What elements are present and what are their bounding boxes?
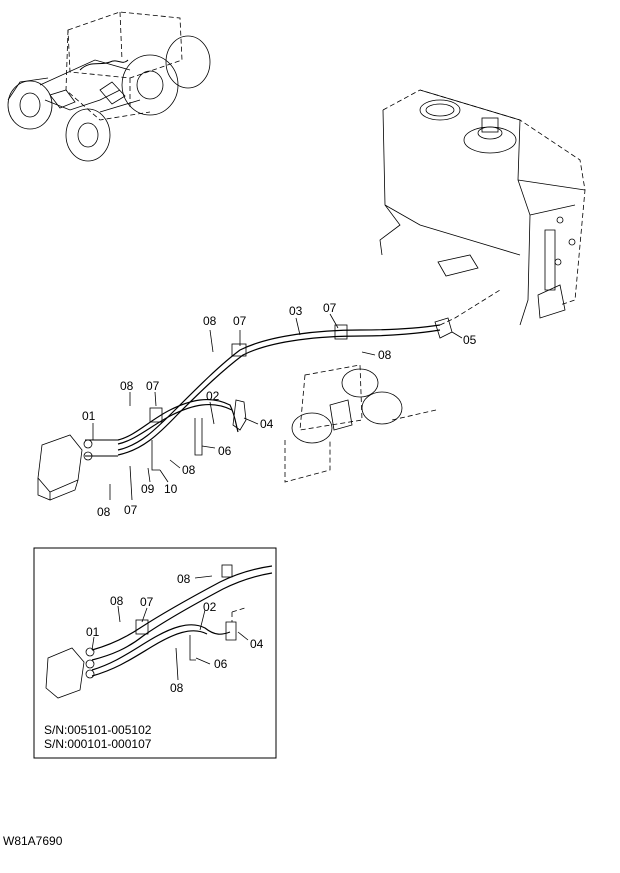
accumulator-illustration — [284, 364, 403, 483]
inset-callout-07: 07 — [140, 595, 154, 609]
callout-09: 09 — [141, 482, 155, 496]
callout-08: 08 — [203, 314, 217, 328]
callout-02: 02 — [206, 389, 220, 403]
leader-lines-inset — [91, 575, 249, 681]
callout-04: 04 — [260, 417, 274, 431]
callout-10: 10 — [164, 482, 178, 496]
main-hose-assembly — [117, 289, 501, 471]
callout-08: 08 — [120, 379, 134, 393]
inset-hose-assembly — [45, 564, 273, 699]
callout-07: 07 — [146, 379, 160, 393]
hydraulic-tank-illustration — [379, 89, 586, 326]
callout-03: 03 — [289, 304, 303, 318]
callout-08: 08 — [97, 505, 111, 519]
callout-07: 07 — [233, 314, 247, 328]
callout-01: 01 — [82, 409, 96, 423]
inset-callout-08: 08 — [110, 594, 124, 608]
inset-callout-08: 08 — [170, 681, 184, 695]
callout-07: 07 — [124, 503, 138, 517]
leader-lines-main — [92, 313, 463, 501]
callout-06: 06 — [218, 444, 232, 458]
inset-callout-02: 02 — [203, 600, 217, 614]
callout-08: 08 — [182, 463, 196, 477]
inset-callout-01: 01 — [86, 625, 100, 639]
inset-callout-06: 06 — [214, 657, 228, 671]
pump-illustration — [37, 434, 118, 501]
figure-code: W81A7690 — [3, 834, 63, 848]
callout-05: 05 — [463, 333, 477, 347]
loader-overview-illustration — [7, 11, 211, 162]
inset-callout-04: 04 — [250, 637, 264, 651]
inset-serial-number-1: S/N:005101-005102 — [44, 723, 152, 737]
callout-08: 08 — [378, 348, 392, 362]
inset-serial-number-2: S/N:000101-000107 — [44, 737, 152, 751]
callout-07: 07 — [323, 301, 337, 315]
inset-frame — [33, 547, 277, 759]
inset-callout-08: 08 — [177, 572, 191, 586]
